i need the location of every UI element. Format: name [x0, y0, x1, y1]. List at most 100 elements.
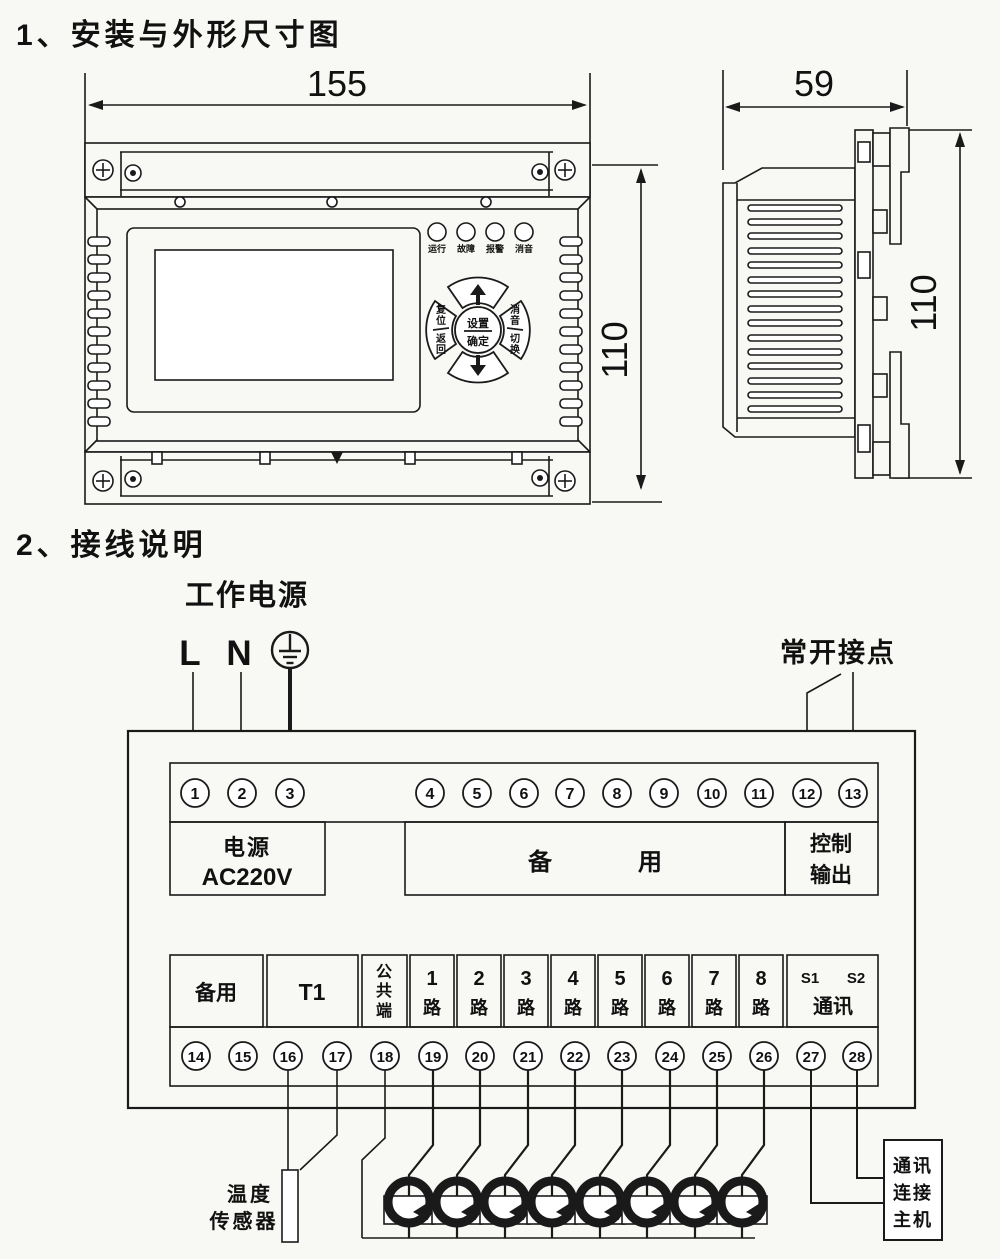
- svg-text:路: 路: [470, 997, 489, 1018]
- svg-text:6: 6: [520, 786, 529, 803]
- side-height-label: 110: [903, 274, 944, 331]
- terminal-3: 3: [275, 778, 305, 808]
- svg-text:7: 7: [566, 786, 575, 803]
- terminal-11: 11: [744, 778, 774, 808]
- terminal-8: 8: [602, 778, 632, 808]
- ct-3: [479, 1176, 531, 1228]
- terminal-13: 13: [838, 778, 868, 808]
- svg-text:1: 1: [191, 786, 200, 803]
- control-line2: 输出: [810, 863, 852, 887]
- svg-text:28: 28: [849, 1049, 866, 1066]
- svg-text:24: 24: [662, 1049, 679, 1066]
- svg-text:2: 2: [473, 968, 484, 990]
- terminal-17: 17: [322, 1041, 352, 1071]
- terminal-9: 9: [649, 778, 679, 808]
- left-vent-slots: [87, 236, 111, 427]
- terminal-28: 28: [842, 1041, 872, 1071]
- return-char1: 返: [436, 332, 446, 345]
- comm-box: S1 S2 通讯: [786, 954, 879, 1028]
- led-mute: [514, 222, 534, 242]
- front-view: 155 110: [84, 63, 662, 505]
- mute-char2: 音: [510, 314, 520, 327]
- common-wire: [361, 1060, 755, 1239]
- front-width-label: 155: [307, 63, 367, 104]
- right-vent-slots: [559, 236, 583, 427]
- terminal-27: 27: [796, 1041, 826, 1071]
- screw-bottom-left-icon: [92, 470, 114, 492]
- terminal-4: 4: [415, 778, 445, 808]
- terminal-7: 7: [555, 778, 585, 808]
- power-box-line2: AC220V: [202, 864, 293, 891]
- front-body: 运行 故障 报警 消音: [84, 196, 591, 453]
- switch-char1: 切: [510, 333, 520, 345]
- svg-text:3: 3: [520, 968, 531, 990]
- led-fault-label: 故障: [457, 243, 475, 254]
- ct-4: [526, 1176, 578, 1228]
- sensor-wires: [287, 1060, 338, 1171]
- led-alarm: [485, 222, 505, 242]
- ct-8: [716, 1176, 768, 1228]
- svg-text:13: 13: [845, 786, 862, 803]
- svg-text:路: 路: [564, 997, 583, 1018]
- svg-text:20: 20: [472, 1049, 489, 1066]
- terminal-1: 1: [180, 778, 210, 808]
- section1-title: 1、安装与外形尺寸图: [16, 19, 343, 52]
- svg-text:3: 3: [286, 786, 295, 803]
- terminal-18: 18: [370, 1041, 400, 1071]
- set-label: 设置: [467, 316, 489, 330]
- side-view: 59 110: [722, 63, 972, 479]
- reset-return-button: [425, 299, 458, 361]
- mute-char1: 消: [510, 303, 520, 316]
- din-rail-mount: [854, 127, 910, 479]
- heatsink-fins: [747, 204, 843, 413]
- svg-text:路: 路: [517, 997, 536, 1018]
- terminal-20: 20: [465, 1041, 495, 1071]
- wiring-diagram: 工作电源 L N 常开接点: [126, 579, 943, 1243]
- svg-text:1: 1: [426, 968, 437, 990]
- svg-text:路: 路: [752, 997, 771, 1018]
- ct-7: [669, 1176, 721, 1228]
- line-label: L: [179, 634, 200, 673]
- svg-text:8: 8: [613, 786, 622, 803]
- svg-text:7: 7: [708, 968, 719, 990]
- svg-text:21: 21: [520, 1049, 537, 1066]
- switch-char2: 换: [510, 343, 521, 356]
- comm-wires: [810, 1060, 884, 1204]
- temp-sensor-line1: 温度: [227, 1182, 273, 1206]
- spare-left-char: 备: [527, 848, 553, 876]
- svg-text:23: 23: [614, 1049, 631, 1066]
- spare-right-char: 用: [638, 849, 662, 876]
- ct-6: [621, 1176, 673, 1228]
- up-arrow-icon: [470, 284, 486, 305]
- svg-text:9: 9: [660, 786, 669, 803]
- svg-text:22: 22: [567, 1049, 584, 1066]
- terminal-14: 14: [181, 1041, 211, 1071]
- bottom-terminal-strip: [169, 1026, 879, 1087]
- terminal-19: 19: [418, 1041, 448, 1071]
- terminal-2: 2: [227, 778, 257, 808]
- screw-bottom-right-icon: [554, 470, 576, 492]
- no-contact-label: 常开接点: [780, 638, 896, 668]
- din-clip-bottom: [889, 351, 910, 479]
- svg-text:S1: S1: [801, 970, 819, 987]
- supply-label: 工作电源: [185, 579, 309, 612]
- svg-text:6: 6: [661, 968, 672, 990]
- return-char2: 回: [436, 344, 446, 356]
- svg-text:10: 10: [704, 786, 721, 803]
- led-alarm-label: 报警: [486, 243, 504, 254]
- channel-box-4: 4 路: [550, 954, 596, 1028]
- section2-title: 2、接线说明: [16, 529, 207, 562]
- svg-text:25: 25: [709, 1049, 726, 1066]
- side-width-label: 59: [794, 63, 834, 104]
- terminal-15: 15: [228, 1041, 258, 1071]
- screw-top-right-icon: [554, 159, 576, 181]
- side-profile: [722, 127, 910, 479]
- temperature-sensor: 温度 传感器: [209, 1169, 299, 1243]
- svg-text:备用: 备用: [194, 981, 237, 1005]
- neutral-label: N: [226, 634, 251, 673]
- front-width-dimension: 155: [84, 63, 591, 196]
- svg-text:11: 11: [751, 786, 767, 803]
- svg-text:5: 5: [614, 968, 625, 990]
- svg-text:端: 端: [376, 1001, 392, 1020]
